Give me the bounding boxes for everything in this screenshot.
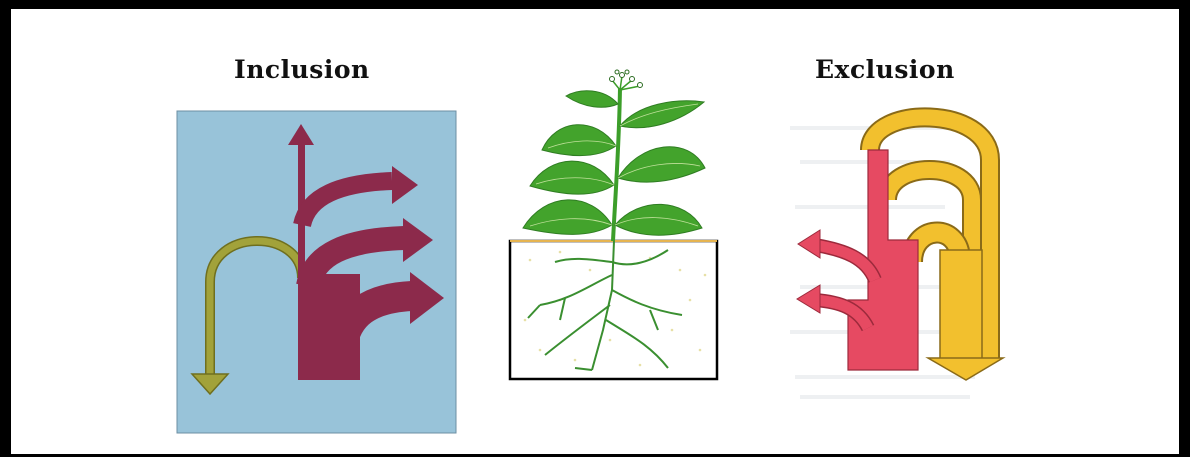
plant-icon <box>510 70 717 379</box>
exclusion-diagram <box>790 117 1003 399</box>
inclusion-main-flow-icon <box>298 274 360 380</box>
flower-icon <box>610 70 643 90</box>
exclusion-left-arrow-bottom-icon <box>797 285 868 328</box>
inclusion-diagram <box>177 111 456 433</box>
exclusion-left-arrow-top-icon <box>798 230 875 280</box>
